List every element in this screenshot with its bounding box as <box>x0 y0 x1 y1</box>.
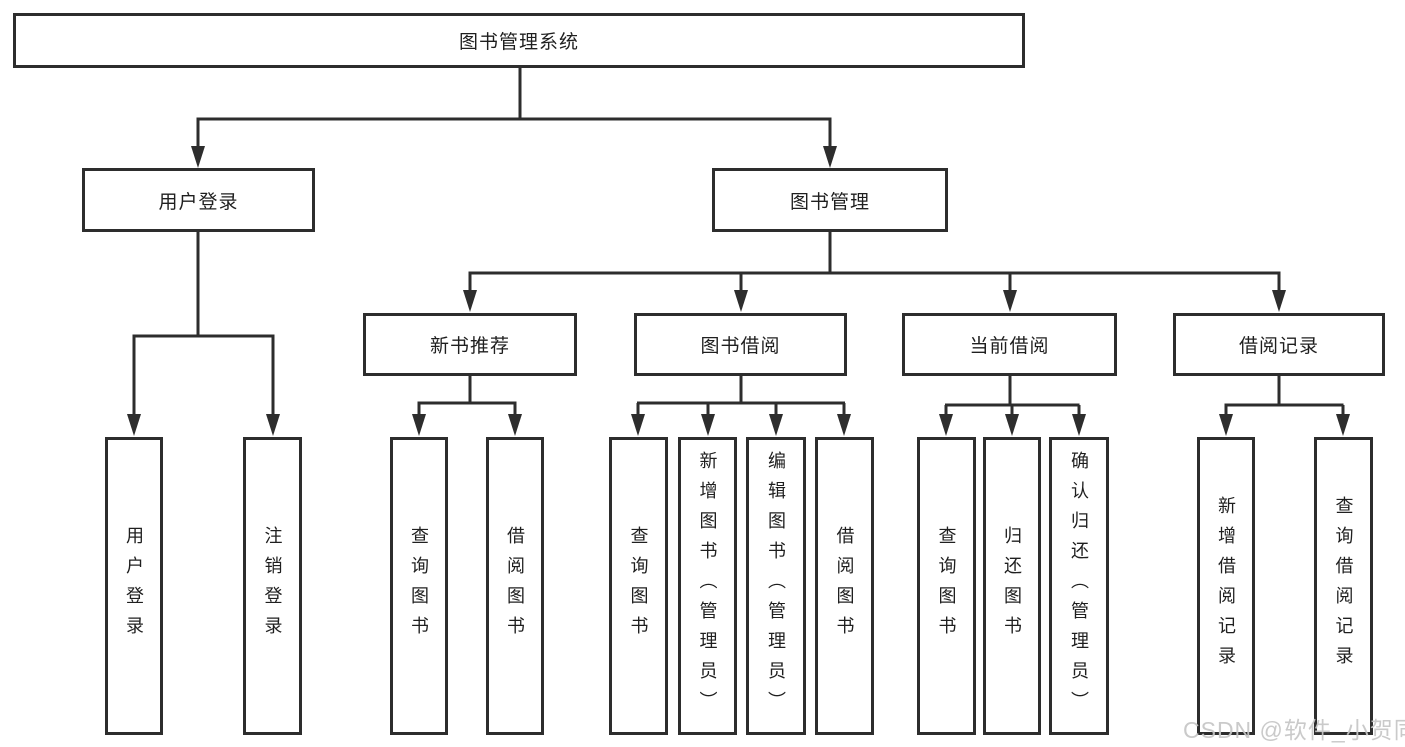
connector-book-management-to-groups <box>463 231 1286 312</box>
watermark: CSDN @软件_小贺同学 <box>1183 717 1405 743</box>
node-book-management: 图书管理 <box>712 168 948 232</box>
arrowhead-icon <box>1072 414 1086 436</box>
leaf-return-books: 归还图书 <box>983 437 1041 735</box>
connector-line <box>196 66 832 150</box>
connector-root-to-branches <box>191 66 837 168</box>
connector-new-book-to-leaves <box>412 375 522 436</box>
node-new-book-recommend: 新书推荐 <box>363 313 577 376</box>
leaf-query-books: 查询图书 <box>917 437 976 735</box>
connector-line <box>1224 375 1345 418</box>
node-root-system: 图书管理系统 <box>13 13 1025 68</box>
leaf-query-books: 查询图书 <box>390 437 448 735</box>
node-book-borrow: 图书借阅 <box>634 313 847 376</box>
leaf-query-books: 查询图书 <box>609 437 668 735</box>
arrowhead-icon <box>823 146 837 168</box>
connector-user-login-to-leaves <box>127 231 280 436</box>
leaf-borrow-books: 借阅图书 <box>486 437 544 735</box>
leaf-borrow-books: 借阅图书 <box>815 437 874 735</box>
arrowhead-icon <box>463 290 477 312</box>
arrowhead-icon <box>1219 414 1233 436</box>
leaf-user-login: 用户登录 <box>105 437 163 735</box>
arrowhead-icon <box>127 414 141 436</box>
arrowhead-icon <box>701 414 715 436</box>
arrowhead-icon <box>191 146 205 168</box>
arrowhead-icon <box>508 414 522 436</box>
leaf-edit-books-admin: 编辑图书（管理员） <box>746 437 806 735</box>
arrowhead-icon <box>769 414 783 436</box>
connector-line <box>944 375 1081 418</box>
connector-borrow-records-to-leaves <box>1219 375 1350 436</box>
connector-line <box>132 231 275 418</box>
arrowhead-icon <box>266 414 280 436</box>
leaf-add-borrow-record: 新增借阅记录 <box>1197 437 1255 735</box>
leaf-query-borrow-record: 查询借阅记录 <box>1314 437 1373 735</box>
arrowhead-icon <box>1005 414 1019 436</box>
arrowhead-icon <box>1003 290 1017 312</box>
connector-line <box>468 231 1281 294</box>
arrowhead-icon <box>1336 414 1350 436</box>
arrowhead-icon <box>412 414 426 436</box>
connector-book-borrow-to-leaves <box>631 375 851 436</box>
node-borrow-records: 借阅记录 <box>1173 313 1385 376</box>
leaf-logout: 注销登录 <box>243 437 302 735</box>
node-current-borrow: 当前借阅 <box>902 313 1117 376</box>
connector-line <box>636 375 846 418</box>
arrowhead-icon <box>734 290 748 312</box>
connector-current-borrow-to-leaves <box>939 375 1086 436</box>
arrowhead-icon <box>837 414 851 436</box>
node-user-login: 用户登录 <box>82 168 315 232</box>
connector-line <box>417 375 517 418</box>
arrowhead-icon <box>1272 290 1286 312</box>
arrowhead-icon <box>631 414 645 436</box>
arrowhead-icon <box>939 414 953 436</box>
leaf-confirm-return-admin: 确认归还（管理员） <box>1049 437 1109 735</box>
leaf-add-books-admin: 新增图书（管理员） <box>678 437 737 735</box>
